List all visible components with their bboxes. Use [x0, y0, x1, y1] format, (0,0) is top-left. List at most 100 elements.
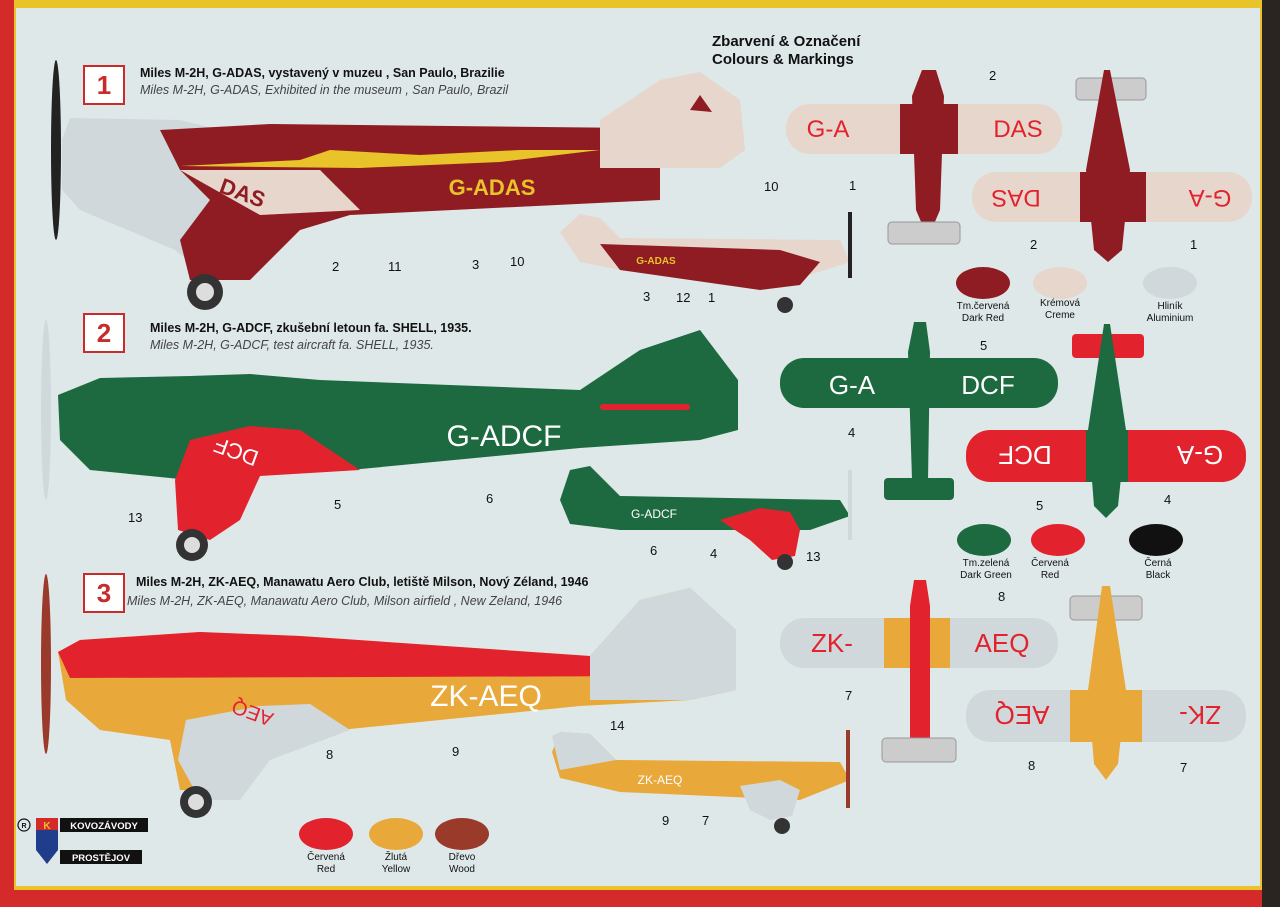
- variant-3-plan-bottom: AEQ ZK-: [966, 586, 1246, 780]
- variant-2-plan-bottom: DCF G-A: [966, 324, 1246, 518]
- variant-2-reg-small: G-ADCF: [631, 507, 677, 521]
- header-title-en: Colours & Markings: [712, 51, 854, 68]
- variant-1-number: 1: [97, 70, 111, 100]
- swatch-label-cz: Žlutá: [385, 850, 408, 863]
- fuselage: [908, 322, 930, 498]
- variant-1-wing-bot-right: G-A: [1189, 184, 1232, 211]
- wheel-hub: [196, 283, 214, 301]
- variant-2-caption-cz: Miles M-2H, G-ADCF, zkušební letoun fa. …: [150, 321, 472, 335]
- cheat-line: [180, 150, 600, 168]
- red-bottom-edge: [0, 890, 1280, 907]
- fuselage-top-red: [58, 632, 680, 678]
- variant-2-badge: [83, 313, 125, 353]
- logo-line1: KOVOZÁVODY: [70, 821, 138, 832]
- swatch-label-en: Red: [317, 864, 335, 875]
- variant-2-wing-bot-right: G-A: [1176, 440, 1223, 470]
- callout: 7: [845, 688, 852, 703]
- variant-1-badge: [83, 65, 125, 105]
- variant-2-reg-side: G-ADCF: [447, 420, 562, 453]
- small-fuselage-red: [600, 244, 820, 290]
- variant-1-plan-top: G-A DAS: [786, 70, 1062, 245]
- header-title-cz: Zbarvení & Označení: [712, 33, 861, 50]
- fuselage: [912, 70, 944, 238]
- swatch-label-cz: Dřevo: [449, 852, 476, 863]
- variant-3-caption-en: Miles M-2H, ZK-AEQ, Manawatu Aero Club, …: [127, 594, 562, 608]
- fuselage: [910, 580, 930, 760]
- variant-1-small-side-view: G-ADAS: [560, 212, 852, 313]
- callout: 2: [989, 68, 996, 83]
- swatches-variant-2: Tm.zelená Dark Green Červená Red Černá B…: [957, 524, 1183, 581]
- variant-3: 3 Miles M-2H, ZK-AEQ, Manawatu Aero Club…: [41, 573, 1246, 834]
- callout: 1: [708, 290, 715, 305]
- variant-3-reg-small: ZK-AEQ: [638, 773, 683, 787]
- variant-1-caption-en: Miles M-2H, G-ADAS, Exhibited in the mus…: [140, 83, 509, 97]
- variant-1-wing-top-right: DAS: [993, 116, 1042, 143]
- variant-2-wing-top-right: DCF: [961, 370, 1014, 400]
- callout: 2: [332, 259, 339, 274]
- variant-3-wing-bot-right: ZK-: [1179, 700, 1221, 730]
- swatch-creme: [1033, 267, 1087, 299]
- callout: 10: [764, 179, 778, 194]
- wing-center: [1070, 690, 1142, 742]
- variant-2: 2 Miles M-2H, G-ADCF, zkušební letoun fa…: [41, 313, 1246, 570]
- propeller: [41, 574, 51, 754]
- wheel-hub: [184, 537, 200, 553]
- wheel-spat-red: [175, 426, 360, 540]
- swatch-label-cz: Tm.zelená: [963, 558, 1010, 569]
- callout: 5: [334, 497, 341, 512]
- swatch-label-en: Aluminium: [1147, 313, 1194, 324]
- callout: 5: [980, 338, 987, 353]
- small-propeller: [848, 470, 852, 540]
- small-tail: [552, 732, 616, 770]
- propeller: [51, 60, 61, 240]
- swatch-label-cz: Hliník: [1157, 301, 1183, 312]
- callout: 14: [610, 718, 624, 733]
- tail-fin: [600, 72, 745, 168]
- variant-2-wing-top-left: G-A: [829, 370, 876, 400]
- variant-3-wing-top-left: ZK-: [811, 628, 853, 658]
- small-wheel: [774, 818, 790, 834]
- variant-3-number: 3: [97, 578, 111, 608]
- small-propeller: [846, 730, 850, 808]
- callout: 7: [1180, 760, 1187, 775]
- tail-fin: [590, 588, 736, 700]
- fuselage-dark-red: [160, 120, 660, 280]
- variant-1-side-view: G-ADAS DAS: [51, 60, 745, 310]
- propeller: [41, 320, 51, 500]
- variant-2-number: 2: [97, 318, 111, 348]
- swatch-wood: [435, 818, 489, 850]
- swatch-label-en: Dark Red: [962, 313, 1004, 324]
- logo-bar-bottom: [60, 850, 142, 864]
- swatch-label-cz: Tm.červená: [957, 301, 1010, 312]
- red-left-edge: [0, 0, 14, 907]
- callout: 7: [702, 813, 709, 828]
- fin-emblem: [690, 95, 712, 112]
- swatch-dark-red: [956, 267, 1010, 299]
- variant-3-wing-top-right: AEQ: [975, 628, 1030, 658]
- swatch-label-cz: Krémová: [1040, 298, 1080, 309]
- callout: 12: [676, 290, 690, 305]
- registered-mark: [17, 818, 31, 832]
- callout: 9: [662, 813, 669, 828]
- tailplane: [884, 478, 954, 500]
- swatch-label-en: Yellow: [382, 864, 411, 875]
- variant-2-plan-top: G-A DCF: [780, 322, 1058, 500]
- variant-1-plan-bottom: DAS G-A: [972, 70, 1252, 262]
- callout: 5: [1036, 498, 1043, 513]
- wing-center: [1086, 430, 1128, 482]
- swatches-variant-1: Tm.červená Dark Red Krémová Creme Hliník…: [956, 267, 1197, 324]
- wing-root: [180, 170, 360, 215]
- registered-letter: R: [21, 823, 26, 830]
- logo-line2: PROSTĚJOV: [72, 852, 131, 864]
- variant-3-small-side-view: ZK-AEQ: [552, 730, 850, 834]
- swatch-label-en: Black: [1146, 570, 1171, 581]
- variant-3-badge: [83, 573, 125, 613]
- callout: 3: [472, 257, 479, 272]
- swatch-label-en: Dark Green: [960, 570, 1012, 581]
- swatch-yellow: [369, 818, 423, 850]
- tail-stripe: [600, 404, 690, 410]
- variant-3-plan-top: ZK- AEQ: [780, 580, 1058, 763]
- swatch-black: [1129, 524, 1183, 556]
- logo-k-glyph: K: [43, 821, 51, 832]
- small-wheel: [777, 554, 793, 570]
